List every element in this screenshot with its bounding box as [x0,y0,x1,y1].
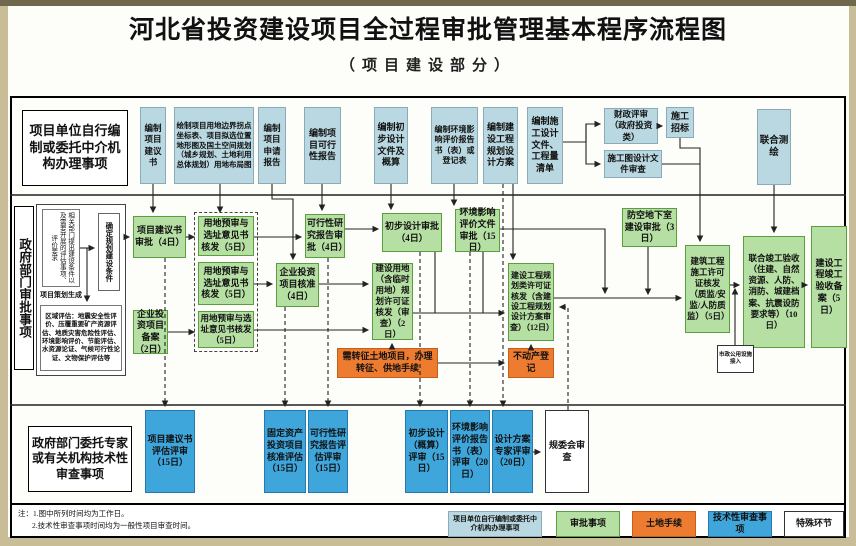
box-land-use-permit: 建设用地（含临时用地）规划许可证核发（审查）（2日） [372,263,413,340]
box-approve-proposal: 项目建议书审批（4日） [133,216,186,258]
box-dept-conditions: 相关部门提出建设条件以及需要开展的评估事项、评价要求 [42,209,80,287]
planning-stage-label: 项目策划生成 [40,291,82,299]
box-enterprise-record: 企业投资项目备案（2日） [133,308,168,354]
box-review-scheme: 设计方案专家评审（20日） [492,410,533,493]
page-title: 河北省投资建设项目全过程审批管理基本程序流程图 [128,17,727,44]
box-enterprise-check: 企业投资项目核准（4日） [276,263,319,307]
box-land-preexam-3: 用地预审与选址意见书核发（5日） [198,311,254,348]
box-review-preliminary: 初步设计（概算）评审（15日） [405,410,448,493]
box-review-eia: 环境影响评价报告书（表）评审（20日） [450,410,490,493]
notes: 注：1.图中所列时间均为工作日。 2.技术性审查事项时间均为一般性项目审查时间。 [18,508,338,532]
box-regional-evaluation: 区域评估：地震安全性评价、压覆重要矿产资源评估、地质灾害危险性评估、环境影响评价… [40,305,122,371]
legend-land-procedures: 土地手续 [632,511,696,537]
box-planning-committee-review: 规委会审查 [545,410,589,493]
lane-label-unit-prepare: 项目单位自行编制或委托中介机构办理事项 [22,110,128,186]
legend-tech-review: 技术性审查事项 [708,511,772,537]
page-subtitle: （项目建设部分） [339,58,516,74]
box-utility-connection: 市政公用设施接入 [717,345,754,373]
box-air-defense-approval: 防空地下室建设审批（3日） [622,208,677,247]
box-compile-feasibility: 编制项目可行性报告 [304,107,341,184]
box-land-preexam-1: 用地预审与选址意见书核发（5日） [198,216,254,256]
box-compile-proposal: 编制项目建议书 [140,107,166,184]
box-land-preexam-2: 用地预审与选址意见书核发（5日） [198,262,254,305]
box-review-feasibility: 可行性研究报告评估评审（15日） [308,410,348,493]
box-completion-record: 建设工程竣工验收备案（5日） [811,226,847,348]
legend-approval-items: 审批事项 [556,511,620,537]
box-approve-eia: 环境影响评价文件审批（15日） [455,207,500,252]
legend-special-steps: 特殊环节 [784,511,844,537]
box-drawing-review: 施工图设计文件审查 [604,150,662,178]
box-construction-bidding: 施工招标 [666,107,694,138]
box-land-transfer: 需转征土地项目，办理转征、供地手续 [337,348,438,378]
box-review-check-eval: 固定资产投资项目核准评估（15日） [264,410,306,493]
box-finance-review: 财政评审（政府投资类） [604,108,658,144]
box-draw-land-boundary: 绘制项目用地边界拐点坐标表、项目拟选位置地形图及国土空间规划（城乡规划、土地利用… [174,107,254,184]
box-review-proposal: 项目建议书评估评审（15日） [145,410,195,493]
lane-label-gov-approval: 政府部门审批事项 [14,206,34,370]
box-joint-survey: 联合测绘 [757,109,791,185]
box-compile-construction-docs: 编制施工设计文件、工程量清单 [527,107,563,184]
box-compile-application: 编制项目申请报告 [258,107,286,184]
note-line-2: 2.技术性审查事项时间均为一般性项目审查时间。 [32,521,196,530]
note-line-1: 注：1.图中所列时间均为工作日。 [18,509,129,518]
legend-strip [10,505,846,538]
box-real-estate-registration: 不动产登记 [508,348,554,378]
box-confirm-plan-conditions: 确定规划建设条件 [98,213,120,291]
box-construction-permit: 建筑工程施工许可证核发（质监/安监/人防质监）（5日） [685,245,730,333]
box-plan-permit: 建设工程规划类许可证核发（含建设工程规划设计方案审查）（12日） [508,263,554,341]
box-compile-plan-scheme: 编制建设工程规划设计方案 [483,107,518,184]
legend-unit-prepare: 项目单位自行编制或委托中介机构办理事项 [448,511,542,537]
box-joint-acceptance: 联合竣工验收（住建、自然资源、人防、消防、城建档案、抗震设防要求等）（10日） [743,236,805,348]
frame-top-border [0,0,856,6]
land-preexam-container [194,212,258,352]
box-compile-eia-report: 编制环境影响评价报告书（表）或登记表 [431,107,478,184]
box-approve-feasibility: 可行性研究报告审批（4日） [305,214,348,258]
box-approve-preliminary-design: 初步设计审批（4日） [382,213,442,252]
box-compile-preliminary-design: 编制初步设计文件及概算 [374,107,408,184]
lane-label-tech-review: 政府部门委托专家或有关机构技术性审查事项 [28,426,132,492]
